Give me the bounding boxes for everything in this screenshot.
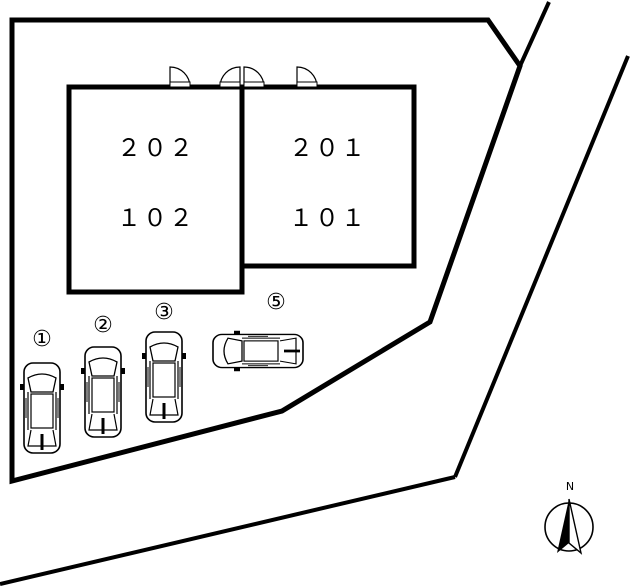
road-edge-left [518,1,551,67]
compass: N [544,480,594,555]
car-icon [79,345,127,439]
car-icon [18,361,66,455]
door-icon [169,66,191,88]
parking-slot-label: ① [32,327,52,352]
unit-label-102: １０２ [117,204,195,232]
parking-slot-label: ⑤ [266,290,286,315]
north-arrow-icon [557,499,569,553]
building-left [66,84,245,295]
door-icon [296,66,318,88]
unit-label-201: ２０１ [289,134,367,162]
compass-north-label: N [566,480,574,493]
car-icon [140,330,188,424]
building-right [242,84,417,269]
door-icon [219,66,241,88]
parking-slot-label: ② [93,313,113,338]
car-icon [211,329,305,373]
unit-label-202: ２０２ [117,134,195,162]
unit-label-101: １０１ [289,204,367,232]
door-icon [243,66,265,88]
road-edge-bottom [0,475,456,586]
parking-slot-label: ③ [154,300,174,325]
property-boundary [9,17,523,485]
road-edge-right [453,55,630,478]
